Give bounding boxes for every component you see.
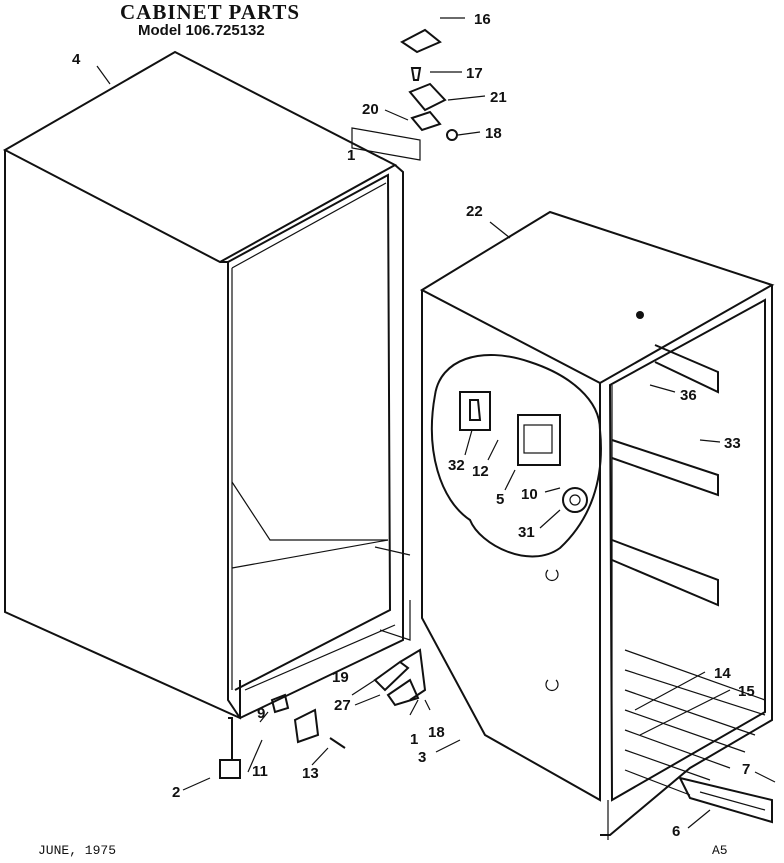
callout-6: 6 — [672, 823, 680, 840]
callout-1-bottom: 1 — [410, 731, 418, 748]
callout-21: 21 — [490, 89, 507, 106]
drain-pan — [678, 776, 773, 824]
callout-10: 10 — [521, 486, 538, 503]
model-number: Model 106.725132 — [138, 22, 265, 39]
callout-11: 11 — [252, 763, 268, 780]
outer-cabinet-wrapper — [2, 50, 411, 720]
inner-liner — [419, 210, 775, 840]
hinge-plug — [293, 708, 320, 744]
label-card — [351, 127, 421, 161]
callout-22: 22 — [466, 203, 483, 220]
callout-15: 15 — [738, 683, 755, 700]
callout-3: 3 — [418, 749, 426, 766]
callout-17: 17 — [466, 65, 483, 82]
hinge-shim — [410, 110, 442, 132]
callout-16: 16 — [474, 11, 491, 28]
callout-13: 13 — [302, 765, 319, 782]
upper-hinge — [408, 82, 447, 112]
callout-20: 20 — [362, 101, 379, 118]
callout-33: 33 — [724, 435, 741, 452]
thermostat-bracket — [459, 391, 491, 431]
thermostat-knob — [562, 487, 588, 513]
control-cutaway — [430, 354, 602, 558]
callout-7: 7 — [742, 761, 750, 778]
callout-27: 27 — [334, 697, 351, 714]
callout-9: 9 — [257, 705, 265, 722]
callout-19: 19 — [332, 669, 349, 686]
lower-hinge — [373, 660, 410, 692]
callout-18-bottom: 18 — [428, 724, 445, 741]
callout-14: 14 — [714, 665, 731, 682]
callout-5: 5 — [496, 491, 504, 508]
callout-4: 4 — [72, 51, 81, 68]
callout-12: 12 — [472, 463, 489, 480]
callout-2: 2 — [172, 784, 180, 801]
diagram-date: JUNE, 1975 — [38, 843, 117, 858]
lower-hinge-bracket — [386, 678, 420, 707]
diagram-code: A5 — [712, 843, 728, 858]
callout-18-top: 18 — [485, 125, 502, 142]
callout-32: 32 — [448, 457, 465, 474]
thermostat — [517, 414, 561, 466]
callout-1-top: 1 — [347, 147, 355, 164]
callout-36: 36 — [680, 387, 697, 404]
diagram-title: CABINET PARTS — [120, 0, 301, 24]
hinge-cover — [400, 28, 442, 54]
leveling-leg — [219, 759, 241, 779]
callout-31: 31 — [518, 524, 535, 541]
